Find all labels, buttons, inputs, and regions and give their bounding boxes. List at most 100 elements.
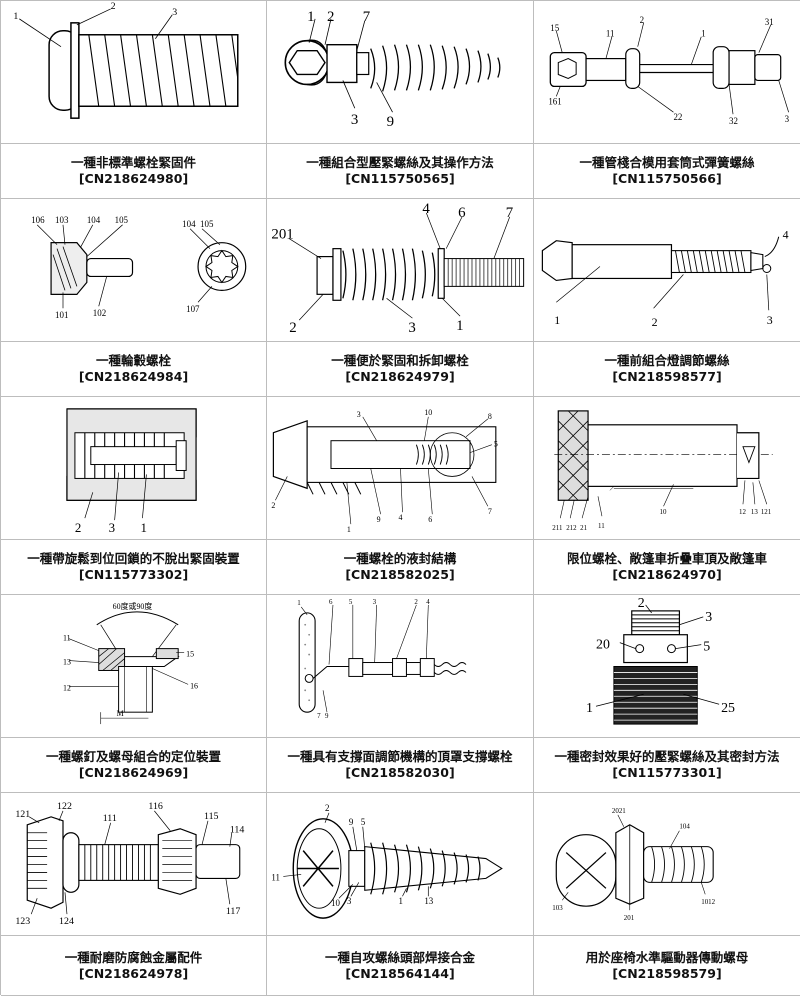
- callout-label: 3: [347, 896, 352, 906]
- callout-label: 7: [488, 507, 492, 516]
- callout-label: 2: [289, 320, 296, 336]
- callout-label: 11: [271, 872, 280, 882]
- patent-number: [CN218582025]: [345, 567, 454, 583]
- callout-label: 2: [325, 803, 329, 813]
- patent-caption: 一種組合型壓緊螺絲及其操作方法[CN115750565]: [267, 144, 534, 199]
- callout-label: 3: [767, 313, 773, 327]
- callout-label: 13: [63, 658, 71, 667]
- callout-label: 3: [357, 410, 361, 419]
- patent-number: [CN115750566]: [612, 171, 721, 187]
- callout-label: 115: [204, 811, 219, 822]
- callout-label: 21: [580, 524, 587, 532]
- callout-label: 1: [307, 9, 314, 25]
- callout-label: 201: [271, 227, 293, 243]
- patent-number: [CN218564144]: [345, 966, 454, 982]
- patent-drawing: 15 11 2 1 31 161 22 32 3: [534, 1, 800, 144]
- callout-label: 2: [640, 15, 644, 25]
- patent-title: 一種螺栓的液封結構: [344, 551, 457, 567]
- callout-label: 122: [57, 801, 72, 812]
- callout-label: 3: [109, 521, 115, 535]
- patent-drawing: 4 1 2 3: [534, 199, 800, 342]
- callout-label: M: [117, 709, 124, 718]
- patent-drawing: 106 103 104 105 101 102 104 105 107: [1, 199, 267, 342]
- callout-label: 6: [428, 515, 432, 524]
- callout-label: 10: [424, 408, 432, 417]
- callout-label: 3: [373, 598, 377, 606]
- callout-label: 5: [349, 598, 353, 606]
- callout-label: 5: [494, 440, 498, 449]
- callout-label: 1: [297, 599, 301, 607]
- patent-drawing: 2 3 20 5 1 25: [534, 595, 800, 738]
- callout-label: 212: [566, 524, 577, 532]
- patent-title: 一種便於緊固和拆卸螺栓: [331, 353, 469, 369]
- patent-title: 一種螺釘及螺母組合的定位裝置: [46, 749, 221, 765]
- callout-label: 11: [598, 522, 605, 530]
- callout-label: 3: [705, 610, 712, 625]
- callout-label: 60度或90度: [113, 601, 153, 611]
- callout-label: 1: [701, 29, 705, 39]
- patent-drawing: 3 10 8 5 2 9 4 6 7 1: [267, 397, 534, 540]
- callout-label: 9: [349, 817, 354, 827]
- callout-label: 2: [75, 521, 81, 535]
- patent-number: [CN218624978]: [79, 966, 188, 982]
- patent-title: 一種具有支撐面調節機構的頂罩支撐螺栓: [287, 749, 512, 765]
- callout-label: 103: [552, 904, 563, 912]
- callout-label: 2021: [612, 807, 626, 815]
- callout-label: 9: [325, 712, 329, 720]
- patent-title: 一種帶旋鬆到位回鎖的不脫出緊固裝置: [27, 551, 240, 567]
- patent-caption: 一種具有支撐面調節機構的頂罩支撐螺栓[CN218582030]: [267, 738, 534, 793]
- patent-drawing: 1 2 7 3 9: [267, 1, 534, 144]
- patent-number: [CN218598577]: [612, 369, 721, 385]
- patent-caption: 限位螺栓、敞篷車折疊車頂及敞篷車[CN218624970]: [534, 540, 800, 595]
- callout-label: 123: [15, 916, 30, 927]
- callout-label: 15: [550, 23, 559, 33]
- patent-caption: 一種前組合燈調節螺絲[CN218598577]: [534, 342, 800, 397]
- patent-title: 一種前組合燈調節螺絲: [604, 353, 729, 369]
- callout-label: 22: [673, 112, 682, 122]
- callout-label: 103: [55, 215, 69, 225]
- patent-drawing: 211 212 21 11 10 12 13 121: [534, 397, 800, 540]
- callout-label: 104: [679, 823, 690, 831]
- callout-label: 116: [148, 801, 163, 812]
- callout-label: 10: [660, 508, 667, 516]
- callout-label: 4: [399, 513, 403, 522]
- callout-label: 6: [329, 598, 333, 606]
- patent-caption: 一種帶旋鬆到位回鎖的不脫出緊固裝置[CN115773302]: [1, 540, 267, 595]
- patent-title: 用於座椅水準驅動器傳動螺母: [586, 950, 749, 966]
- callout-label: 4: [426, 598, 430, 606]
- patent-title: 一種自攻螺絲頭部焊接合金: [325, 950, 475, 966]
- callout-label: 20: [596, 638, 610, 653]
- patent-drawing: 2 9 5 11 10 3 1 13: [267, 793, 534, 936]
- callout-label: 102: [93, 308, 106, 318]
- patent-number: [CN218624969]: [79, 765, 188, 781]
- callout-label: 1: [456, 318, 463, 334]
- callout-label: 12: [63, 683, 71, 692]
- callout-label: 121: [15, 809, 30, 820]
- callout-label: 1: [399, 896, 403, 906]
- callout-label: 1: [554, 313, 560, 327]
- patent-title: 一種耐磨防腐蝕金屬配件: [65, 950, 203, 966]
- callout-label: 12: [739, 508, 746, 516]
- callout-label: 4: [422, 201, 430, 217]
- callout-label: 9: [387, 114, 394, 130]
- callout-label: 11: [606, 29, 615, 39]
- callout-label: 3: [785, 114, 790, 124]
- callout-label: 9: [377, 515, 381, 524]
- callout-label: 7: [317, 712, 321, 720]
- patent-caption: 一種管棧合模用套筒式彈簧螺絲[CN115750566]: [534, 144, 800, 199]
- callout-label: 31: [765, 17, 774, 27]
- patent-drawing: 60度或90度 11 13 12 15 16 M: [1, 595, 267, 738]
- patent-number: [CN218582030]: [345, 765, 454, 781]
- patent-drawing: 2021 104 103 201 1012: [534, 793, 800, 936]
- callout-label: 25: [721, 701, 735, 716]
- patent-title: 一種密封效果好的壓緊螺絲及其密封方法: [554, 749, 779, 765]
- patent-caption: 一種螺栓的液封結構[CN218582025]: [267, 540, 534, 595]
- patent-caption: 一種自攻螺絲頭部焊接合金[CN218564144]: [267, 936, 534, 996]
- callout-label: 111: [103, 813, 117, 824]
- callout-label: 114: [230, 825, 245, 836]
- callout-label: 117: [226, 906, 241, 917]
- callout-label: 161: [548, 96, 561, 106]
- callout-label: 13: [751, 508, 758, 516]
- callout-label: 2: [271, 501, 275, 510]
